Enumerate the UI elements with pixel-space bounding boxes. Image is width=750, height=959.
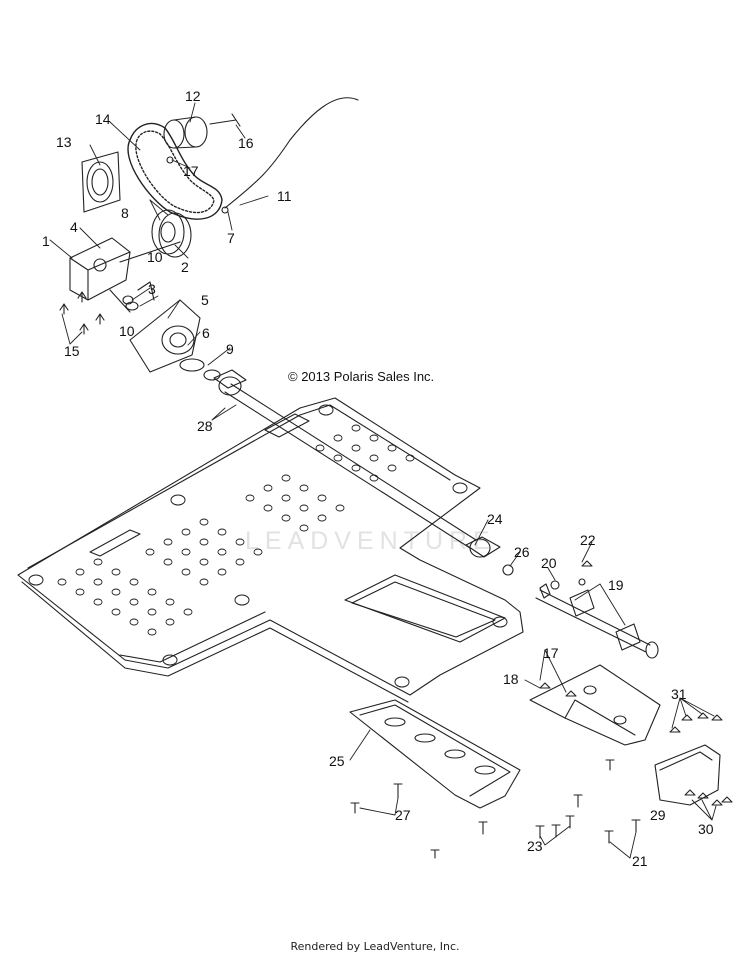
idler-pulley: [163, 113, 241, 164]
callout-9: 9: [226, 341, 234, 357]
callout-8: 8: [121, 205, 129, 221]
callout-28: 28: [197, 418, 213, 434]
callout-4: 4: [70, 219, 78, 235]
callout-24: 24: [487, 511, 503, 527]
output-shaft: [535, 578, 659, 659]
skid-plate-25: [349, 699, 521, 809]
callout-1: 1: [42, 233, 50, 249]
callout-18: 18: [503, 671, 519, 687]
callout-29: 29: [650, 807, 666, 823]
callout-30: 30: [698, 821, 714, 837]
misc-bolts: [350, 560, 733, 859]
cable: [221, 97, 359, 214]
callout-10-upper: 10: [147, 249, 163, 265]
gearbox: [69, 237, 181, 313]
callout-17-lower: 17: [543, 645, 559, 661]
bracket-18: [529, 664, 661, 746]
leader-lines: [49, 102, 717, 859]
callout-20: 20: [541, 555, 557, 571]
callout-6: 6: [202, 325, 210, 341]
callout-23: 23: [527, 838, 543, 854]
bracket-29: [654, 744, 721, 806]
footer-credit: Rendered by LeadVenture, Inc.: [290, 940, 460, 953]
callout-12: 12: [185, 88, 201, 104]
floor-pan: [17, 397, 524, 703]
callout-13: 13: [56, 134, 72, 150]
copyright-notice: © 2013 Polaris Sales Inc.: [288, 369, 435, 384]
bearing-carrier: [81, 151, 121, 213]
callout-14: 14: [95, 111, 111, 127]
callout-22: 22: [580, 532, 596, 548]
callout-16: 16: [238, 135, 254, 151]
callout-7: 7: [227, 230, 235, 246]
callout-11: 11: [277, 188, 292, 204]
callout-17-upper: 17: [183, 163, 199, 179]
callout-3: 3: [148, 281, 156, 297]
prop-shaft: [213, 369, 514, 576]
callout-15: 15: [64, 343, 80, 359]
callout-19: 19: [608, 577, 624, 593]
callout-5: 5: [201, 292, 209, 308]
drive-belt: [127, 122, 223, 220]
callout-27: 27: [395, 807, 411, 823]
callout-25: 25: [329, 753, 345, 769]
callout-31: 31: [671, 686, 687, 702]
callout-10-lower: 10: [119, 323, 135, 339]
watermark: LEADVENTURE: [245, 527, 496, 555]
callout-21: 21: [632, 853, 648, 869]
callout-labels: 1 2 3 4 5 6 7 8 9 10 10 11 12 13 14 15 1…: [42, 88, 714, 869]
callout-2: 2: [181, 259, 189, 275]
bolts: [59, 291, 105, 335]
callout-26: 26: [514, 544, 530, 560]
